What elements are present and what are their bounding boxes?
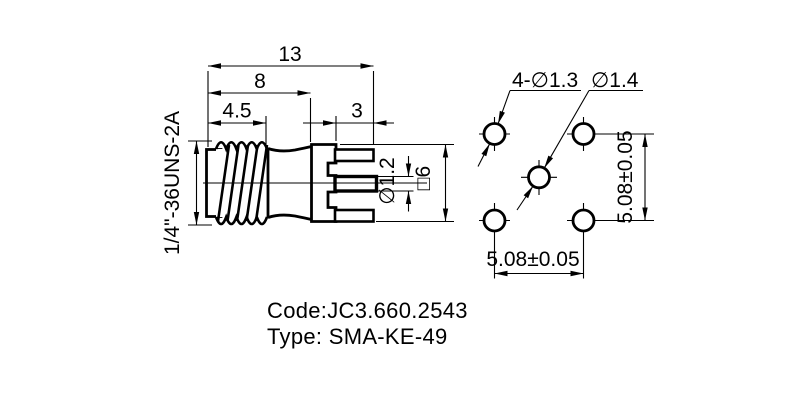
dim-pin-length: 3: [303, 100, 394, 141]
dim-pitch-horizontal-text: 5.08±0.05: [486, 248, 579, 271]
corner-holes-label: 4-∅1.3: [512, 69, 578, 92]
dim-flange-square: □6: [340, 143, 454, 223]
top-leg-pin: [333, 148, 375, 163]
dim-overall-length-text: 13: [278, 43, 301, 66]
leader-corner-holes: 4-∅1.3: [477, 69, 581, 167]
pad-hole-center: [527, 165, 551, 190]
part-type-text: Type: SMA-KE-49: [267, 324, 448, 349]
pad-hole-top-right: [571, 122, 596, 146]
dim-pitch-vertical-text: 5.08±0.05: [614, 130, 637, 223]
pad-layout-view: 4-∅1.3 ∅1.4 5.08±0.05 5.08±0.05: [477, 69, 654, 279]
dim-pin-diameter: ∅1.2: [376, 156, 414, 212]
leader-center-hole: ∅1.4: [516, 69, 643, 211]
dim-pitch-vertical: 5.08±0.05: [614, 130, 648, 224]
dim-overall-length: 13: [207, 43, 375, 147]
dim-to-flange-text: 8: [254, 70, 266, 93]
dim-thread-spec: 1/4"-36UNS-2A: [161, 111, 212, 255]
dim-flange-square-text: □6: [412, 166, 435, 190]
center-hole-label: ∅1.4: [591, 69, 639, 92]
dim-pitch-horizontal: 5.08±0.05: [486, 248, 584, 277]
dim-thread-length-text: 4.5: [222, 100, 251, 123]
connector-side-view: 13 8 4.5 3 1/4"-36UNS-2A: [161, 43, 454, 255]
dim-thread-length: 4.5: [208, 100, 267, 147]
dim-to-flange: 8: [208, 70, 312, 142]
center-pin: [333, 174, 379, 193]
dim-pin-diameter-text: ∅1.2: [376, 157, 399, 205]
pad-hole-bottom-left: [482, 208, 507, 233]
bottom-leg-pin: [333, 208, 375, 223]
pad-hole-bottom-right: [571, 208, 596, 233]
title-block: Code:JC3.660.2543 Type: SMA-KE-49: [267, 298, 468, 349]
part-code-text: Code:JC3.660.2543: [267, 298, 468, 323]
thread-spec-text: 1/4"-36UNS-2A: [161, 111, 184, 255]
dim-pin-length-text: 3: [351, 100, 363, 123]
pad-hole-top-left: [482, 122, 507, 146]
